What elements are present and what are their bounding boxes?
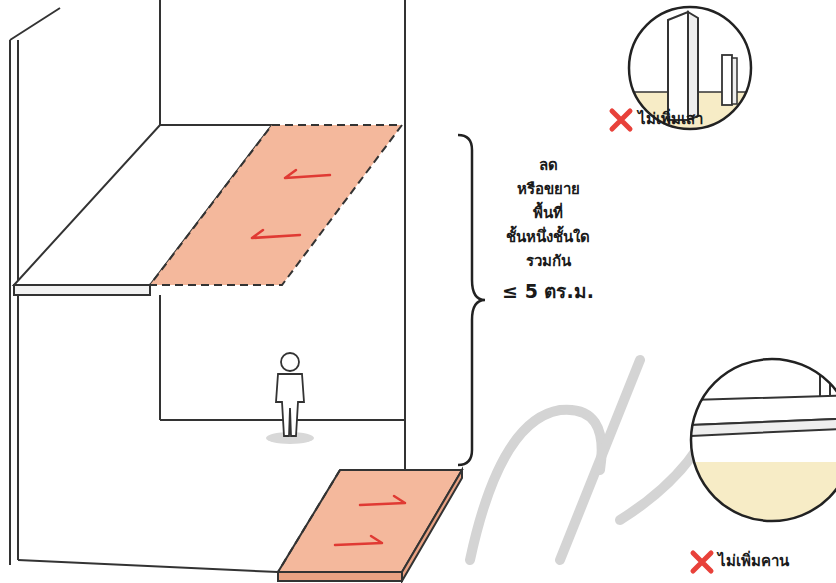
beam-detail bbox=[690, 358, 836, 532]
person-figure bbox=[266, 353, 314, 444]
condition-label: ไม่เพิ่มคาน bbox=[718, 553, 789, 570]
area-note: หรือขยาย bbox=[517, 181, 580, 198]
cross-mark bbox=[612, 111, 711, 571]
column-detail bbox=[620, 0, 760, 142]
extended-area-edge bbox=[278, 572, 402, 581]
reduced-area bbox=[150, 125, 402, 285]
area-note: ≤ 5 ตร.ม. bbox=[502, 281, 594, 303]
area-note: ชั้นหนึ่งชั้นใด bbox=[506, 229, 590, 246]
upper-slab-edge bbox=[14, 285, 150, 295]
extended-area-side bbox=[402, 470, 462, 581]
watermark bbox=[470, 360, 720, 560]
area-note: พื้นที่ bbox=[533, 205, 563, 222]
area-note: ลด bbox=[539, 157, 558, 174]
direction-arrows bbox=[252, 170, 405, 545]
curly-bracket bbox=[458, 135, 485, 465]
area-note: รวมกัน bbox=[526, 253, 571, 270]
condition-label: ไม่เพิ่มเสา bbox=[638, 111, 703, 128]
floor-front-edge bbox=[18, 560, 278, 572]
dashed-edge bbox=[278, 470, 340, 572]
